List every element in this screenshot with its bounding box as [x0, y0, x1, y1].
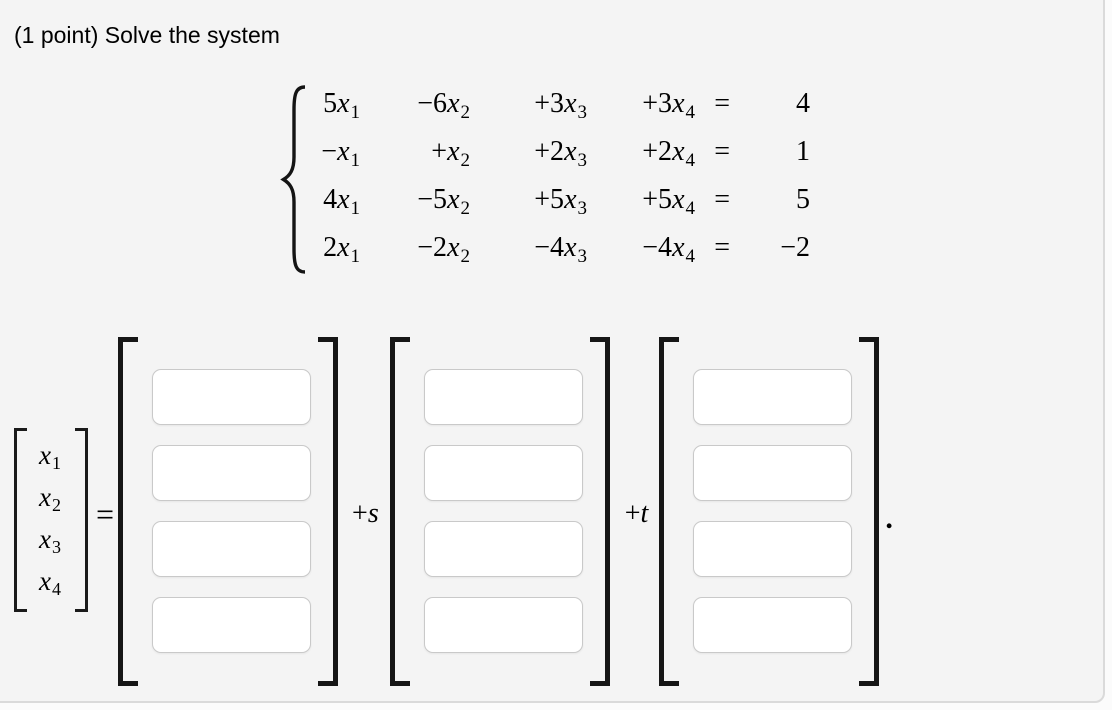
s-direction-vector: [389, 337, 610, 686]
curly-brace-icon: [280, 85, 306, 274]
term: −2x2: [417, 232, 470, 267]
rhs-value: 1: [796, 136, 810, 167]
rhs-value: 5: [796, 184, 810, 215]
vector1-entry1-input[interactable]: [152, 369, 312, 425]
vector2-entry2-input[interactable]: [423, 445, 583, 501]
vector2-entry3-input[interactable]: [423, 521, 583, 577]
lhs-entry-x3: x3: [39, 523, 61, 557]
equation-row-2: −x1 +x2 +2x3 +2x4 = 1: [310, 128, 810, 176]
term: +x2: [431, 136, 470, 171]
lhs-entries: x1 x2 x3 x4: [27, 428, 75, 612]
answer-equals-sign: =: [95, 496, 115, 532]
vector3-entry3-input[interactable]: [693, 521, 853, 577]
left-bracket-icon: [14, 427, 27, 612]
term: −x1: [321, 136, 360, 171]
vector3-entry2-input[interactable]: [693, 445, 853, 501]
left-bracket-icon: [659, 337, 680, 686]
lhs-entry-x2: x2: [39, 481, 61, 515]
term: 5x1: [323, 88, 360, 123]
term: +3x3: [534, 88, 587, 123]
plus-t-label: +t: [624, 497, 649, 529]
vector2-inputs: [410, 337, 590, 686]
right-bracket-icon: [859, 337, 880, 686]
vector1-entry4-input[interactable]: [152, 597, 312, 653]
equals-sign: =: [714, 184, 730, 215]
sentence-period: .: [885, 501, 893, 535]
term: +2x4: [642, 136, 695, 171]
vector3-entry4-input[interactable]: [693, 597, 853, 653]
term: 4x1: [323, 184, 360, 219]
left-bracket-icon: [389, 337, 410, 686]
right-bracket-icon: [318, 337, 339, 686]
vector2-entry1-input[interactable]: [423, 369, 583, 425]
vector1-entry3-input[interactable]: [152, 521, 312, 577]
lhs-entry-x1: x1: [39, 439, 61, 473]
equation-row-1: 5x1 −6x2 +3x3 +3x4 = 4: [310, 80, 810, 128]
vector1-entry2-input[interactable]: [152, 445, 312, 501]
vector1-inputs: [138, 337, 318, 686]
vector3-inputs: [679, 337, 859, 686]
problem-title: (1 point) Solve the system: [14, 22, 280, 48]
equals-sign: =: [714, 136, 730, 167]
term: +5x4: [642, 184, 695, 219]
vector3-entry1-input[interactable]: [693, 369, 853, 425]
term: −4x4: [642, 232, 695, 267]
equation-row-3: 4x1 −5x2 +5x3 +5x4 = 5: [310, 176, 810, 224]
equals-sign: =: [714, 232, 730, 263]
vector2-entry4-input[interactable]: [423, 597, 583, 653]
lhs-entry-x4: x4: [39, 565, 61, 599]
equals-sign: =: [714, 88, 730, 119]
term: +2x3: [534, 136, 587, 171]
term: +5x3: [534, 184, 587, 219]
left-bracket-icon: [118, 337, 139, 686]
right-bracket-icon: [589, 337, 610, 686]
rhs-value: −2: [780, 232, 810, 263]
term: −4x3: [534, 232, 587, 267]
equation-system: 5x1 −6x2 +3x3 +3x4 = 4 −x1 +x2 +2x3 +2x4…: [310, 80, 810, 272]
equation-row-4: 2x1 −2x2 −4x3 −4x4 = −2: [310, 224, 810, 272]
plus-s-label: +s: [352, 497, 379, 529]
term: 2x1: [323, 232, 360, 267]
answer-row: x1 x2 x3 x4 = +s: [14, 337, 893, 686]
right-bracket-icon: [74, 427, 88, 612]
rhs-value: 4: [796, 88, 810, 119]
term: −5x2: [417, 184, 470, 219]
t-direction-vector: [659, 337, 880, 686]
term: −6x2: [417, 88, 470, 123]
particular-solution-vector: [118, 337, 339, 686]
term: +3x4: [642, 88, 695, 123]
lhs-variable-vector: x1 x2 x3 x4: [14, 427, 88, 612]
